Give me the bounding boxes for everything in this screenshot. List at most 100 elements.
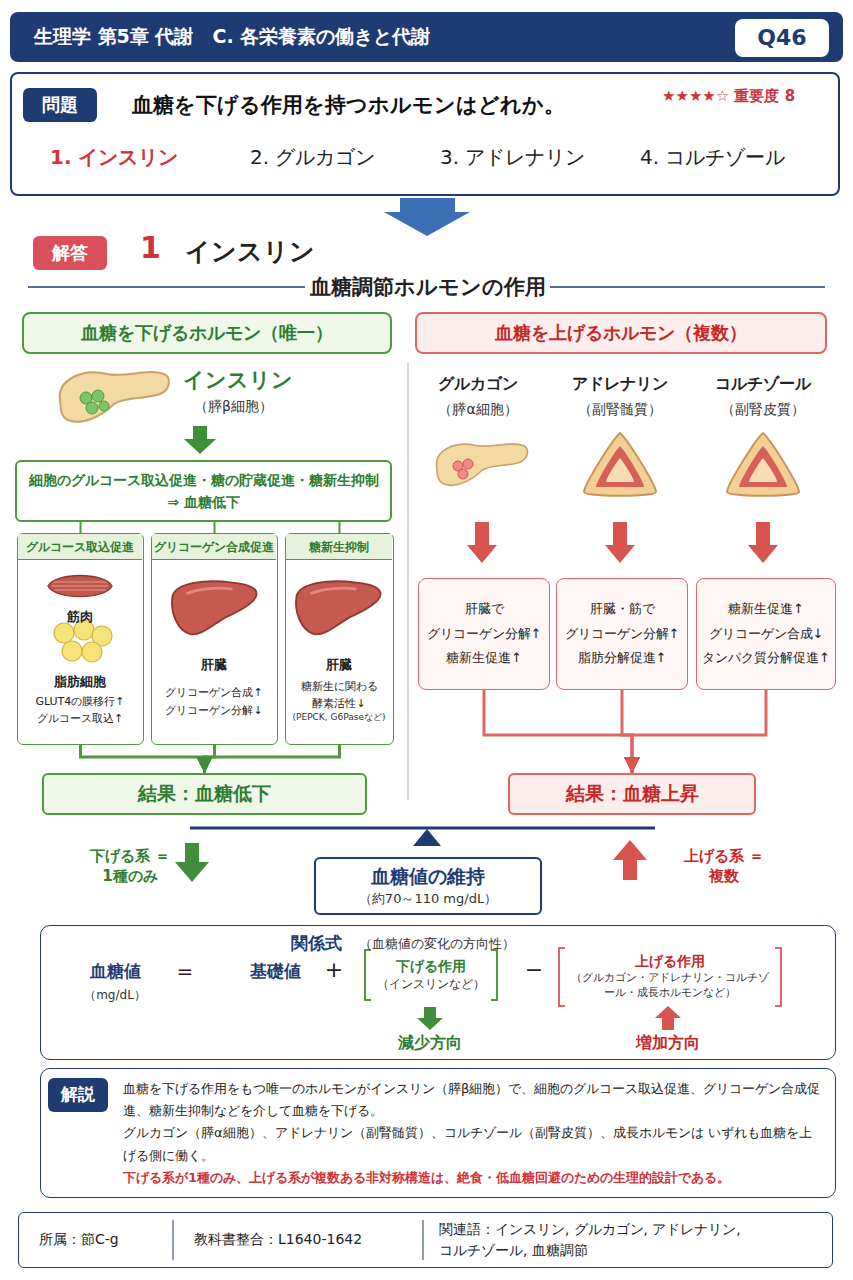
node-text: 糖新生促進↑ グリコーゲン合成↓ タンパク質分解促進↑ <box>701 597 831 671</box>
label-text: 基礎値 <box>238 960 312 983</box>
islet-cell <box>80 392 92 404</box>
node-text: 関係式 <box>291 932 342 955</box>
label-text: （膵α細胞） <box>418 400 538 419</box>
muscle-illustration <box>48 576 112 597</box>
label-text: + <box>322 955 346 985</box>
node-text: 糖新生抑制 <box>286 534 392 560</box>
node-text: 下げる系が1種のみ、上げる系が複数ある非対称構造は、絶食・低血糖回避のための生理… <box>123 1167 823 1189</box>
down-arrow <box>467 522 497 563</box>
node-text: グリコーゲン合成↑ グリコーゲン分解↓ <box>156 684 272 719</box>
question-number: Q46 <box>735 19 829 57</box>
label-text: 減少方向 <box>380 1032 480 1054</box>
node-text: GLUT4の膜移行↑ グルコース取込↑ <box>22 694 138 727</box>
connector <box>484 690 632 773</box>
up-arrow <box>655 1006 681 1030</box>
label-text: 血糖調節ホルモンの作用 <box>305 273 550 301</box>
label-text: （副腎髄質） <box>560 400 680 419</box>
header-band: 生理学 第5章 代謝 C. 各栄養素の働きと代謝 Q46 <box>10 12 843 62</box>
label-text: 上げる系 ＝複数 <box>676 846 772 887</box>
connector <box>339 522 341 533</box>
label-text: 下げる系 ＝1種のみ <box>82 846 178 887</box>
down-arrow <box>175 843 209 882</box>
node-text: 4. コルチゾール <box>640 144 785 171</box>
bracket-line <box>559 948 781 1006</box>
label-text: インスリン <box>185 235 315 269</box>
node-text: 関連語：インスリン, グルカゴン, アドレナリン, コルチゾール, 血糖調節 <box>439 1219 819 1261</box>
label-text: グルカゴン <box>418 373 538 395</box>
up-arrow <box>613 840 647 880</box>
footer-divider <box>173 1220 174 1260</box>
node-text: 生理学 第5章 代謝 C. 各栄養素の働きと代謝 <box>34 24 430 50</box>
node-text: グルカゴン（膵α細胞）、アドレナリン（副腎髄質）、コルチゾール（副腎皮質）、成長… <box>123 1122 823 1166</box>
connector <box>632 690 766 773</box>
node-text: 血糖を下げる作用を持つホルモンはどれか。 <box>132 91 565 119</box>
islet-cell <box>463 459 473 469</box>
pancreas-illustration <box>60 372 169 422</box>
node-text: 所属：節C-g <box>39 1230 119 1249</box>
result-box: 結果：血糖上昇 <box>508 773 756 815</box>
node-text: 肝臓・筋で グリコーゲン分解↑ 脂肪分解促進↑ <box>561 597 683 671</box>
islet-cell <box>86 402 98 414</box>
adrenal-illustration <box>727 433 799 496</box>
down-arrow <box>184 426 216 454</box>
islet-cell <box>453 461 463 471</box>
down-arrow <box>605 522 635 563</box>
mechanism-box: グルコース取込促進筋肉脂肪細胞 GLUT4の膜移行↑ グルコース取込↑ <box>17 533 144 745</box>
label-text: 1 <box>140 228 161 269</box>
islet-cell <box>99 401 109 411</box>
node-text: （約70～110 mg/dL） <box>359 890 497 908</box>
node-text: グルコース取込促進 <box>18 534 142 560</box>
column-divider <box>407 362 409 800</box>
node-text: 3. アドレナリン <box>440 144 585 171</box>
node-text: 教科書整合：L1640-1642 <box>194 1230 362 1249</box>
node-text: 血糖を上げるホルモン（複数） <box>495 321 747 345</box>
node-text: 脂肪細胞 <box>18 673 142 691</box>
effect-box: 肝臓・筋で グリコーゲン分解↑ 脂肪分解促進↑ <box>556 578 688 690</box>
node-text: グリコーゲン合成促進 <box>152 534 276 560</box>
question-badge: 問題 <box>23 88 97 122</box>
node-text: 筋肉 <box>18 608 142 626</box>
fat-cell <box>74 620 94 640</box>
label-text: （mg/dL） <box>75 987 155 1003</box>
node-text: 糖新生に関わる 酵素活性↓ <box>289 679 389 712</box>
connector <box>214 522 216 533</box>
effect-box: 糖新生促進↑ グリコーゲン合成↓ タンパク質分解促進↑ <box>696 578 836 690</box>
node-text: 血糖を下げる作用をもつ唯一のホルモンがインスリン（膵β細胞）で、細胞のグルコース… <box>123 1078 823 1122</box>
fat-cell <box>62 641 82 661</box>
label-text: = <box>173 958 197 985</box>
node-text: Q46 <box>757 23 806 53</box>
islet-cell <box>458 469 468 479</box>
node-text: 血糖を下げるホルモン（唯一） <box>81 321 333 345</box>
label-text: 血糖値 <box>75 960 155 983</box>
label-text: − <box>522 955 546 985</box>
label-text: コルチゾール <box>703 373 823 395</box>
mechanism-box: グリコーゲン合成促進肝臓グリコーゲン合成↑ グリコーゲン分解↓ <box>151 533 278 745</box>
islet-cells <box>453 459 473 479</box>
node-text: 下げる作用 <box>396 957 466 976</box>
node-text: 血糖値の維持 <box>371 864 485 890</box>
footer-panel: 所属：節C-g 教科書整合：L1640-1642 関連語：インスリン, グルカゴン,… <box>18 1212 833 1268</box>
pancreas-illustration <box>436 444 527 485</box>
down-arrow <box>417 1007 443 1030</box>
islet-cell <box>92 390 104 402</box>
node-text: 細胞のグルコース取込促進・糖の貯蔵促進・糖新生抑制 ⇒ 血糖低下 <box>23 469 384 514</box>
balance-fulcrum <box>413 829 441 846</box>
node-text: 肝臓 <box>152 656 276 674</box>
fat-cells <box>54 620 112 662</box>
connector <box>205 745 340 773</box>
adrenal-illustration <box>584 433 656 496</box>
bracket-term: 下げる作用（インスリンなど） <box>362 948 500 1002</box>
label-text: 増加方向 <box>618 1032 718 1054</box>
effect-box: 肝臓で グリコーゲン分解↑ 糖新生促進↑ <box>418 578 550 690</box>
node-text: （血糖値の変化の方向性） <box>359 935 515 953</box>
down-arrow <box>748 522 778 563</box>
node-text: 2. グルカゴン <box>250 144 375 171</box>
node-text: 肝臓で グリコーゲン分解↑ 糖新生促進↑ <box>423 597 545 671</box>
lower-header: 血糖を下げるホルモン（唯一） <box>22 312 392 354</box>
node-text: 結果：血糖低下 <box>138 781 271 807</box>
node-text: 問題 <box>42 93 78 117</box>
raise-header: 血糖を上げるホルモン（複数） <box>415 312 827 354</box>
answer-badge: 解答 <box>33 236 107 270</box>
